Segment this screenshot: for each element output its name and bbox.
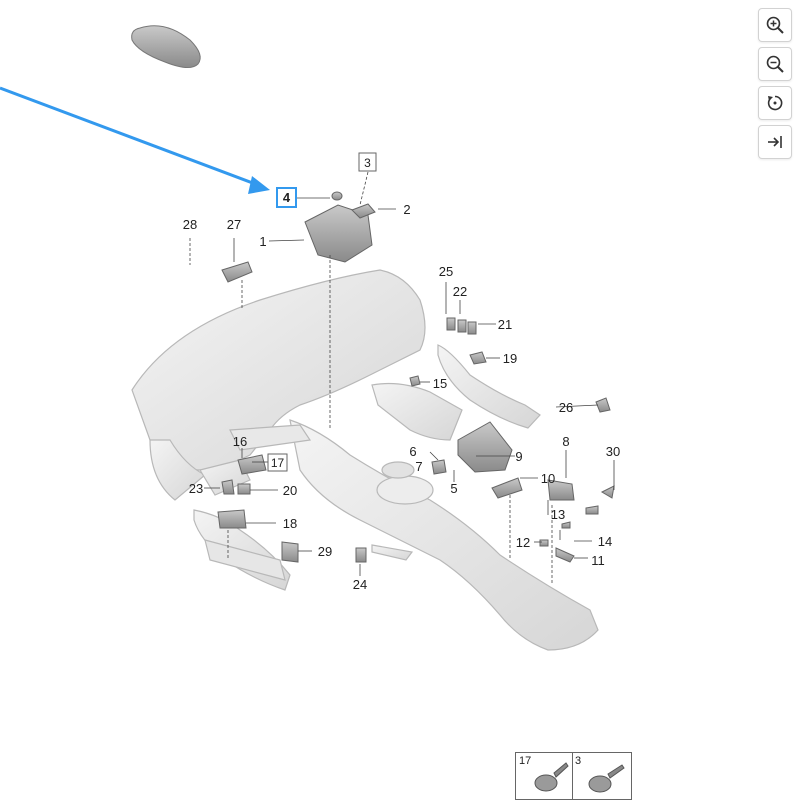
arrow-to-right-icon [768, 136, 782, 148]
screw-icon [588, 764, 625, 793]
callout-7[interactable]: 7 [415, 459, 422, 474]
callout-12[interactable]: 12 [516, 535, 530, 550]
callout-numbers: 1 2 28 27 25 22 21 19 15 26 8 30 9 10 6 … [183, 202, 620, 592]
callout-17-box[interactable]: 17 [267, 453, 288, 472]
callout-29[interactable]: 29 [318, 544, 332, 559]
callout-24[interactable]: 24 [353, 577, 367, 592]
callout-4-label: 4 [283, 190, 291, 205]
pointer-arrow [0, 86, 270, 194]
rotate-icon [767, 95, 783, 111]
callout-9[interactable]: 9 [515, 449, 522, 464]
callout-11[interactable]: 11 [591, 553, 605, 568]
callout-28[interactable]: 28 [183, 217, 197, 232]
callout-14[interactable]: 14 [598, 534, 612, 549]
callout-16[interactable]: 16 [233, 434, 247, 449]
callout-23[interactable]: 23 [189, 481, 203, 496]
callout-2[interactable]: 2 [403, 202, 410, 217]
callout-10[interactable]: 10 [541, 471, 555, 486]
screw-icon [534, 762, 569, 792]
leader-lines [189, 171, 615, 585]
callout-22[interactable]: 22 [453, 284, 467, 299]
callout-3-box[interactable]: 3 [358, 152, 377, 172]
callout-15[interactable]: 15 [433, 376, 447, 391]
legend-cell-17[interactable]: 17 [516, 753, 573, 799]
legend-num-17: 17 [519, 755, 532, 767]
callout-1[interactable]: 1 [259, 234, 266, 249]
dashboard-assembly [131, 269, 599, 651]
callout-6[interactable]: 6 [409, 444, 416, 459]
callout-19[interactable]: 19 [503, 351, 517, 366]
collapse-panel-button[interactable] [758, 125, 792, 159]
callout-30[interactable]: 30 [606, 444, 620, 459]
viewer-toolbar [758, 8, 792, 164]
zoom-out-icon [766, 55, 784, 73]
callout-20[interactable]: 20 [283, 483, 297, 498]
callout-26[interactable]: 26 [559, 400, 573, 415]
callout-18[interactable]: 18 [283, 516, 297, 531]
callout-8[interactable]: 8 [562, 434, 569, 449]
callout-13[interactable]: 13 [551, 507, 565, 522]
legend-num-3: 3 [575, 755, 582, 767]
top-part-image [131, 25, 201, 68]
callout-4-highlight[interactable]: 4 [276, 187, 297, 208]
zoom-out-button[interactable] [758, 47, 792, 81]
zoom-in-button[interactable] [758, 8, 792, 42]
callout-5[interactable]: 5 [450, 481, 457, 496]
callout-21[interactable]: 21 [498, 317, 512, 332]
dark-parts [217, 191, 615, 563]
callout-3-label: 3 [364, 156, 371, 170]
rotate-button[interactable] [758, 86, 792, 120]
callout-17-label: 17 [271, 456, 285, 470]
zoom-in-icon [766, 16, 784, 34]
callout-27[interactable]: 27 [227, 217, 241, 232]
fastener-legend: 17 3 [515, 752, 632, 800]
legend-cell-3[interactable]: 3 [572, 753, 631, 799]
callout-25[interactable]: 25 [439, 264, 453, 279]
